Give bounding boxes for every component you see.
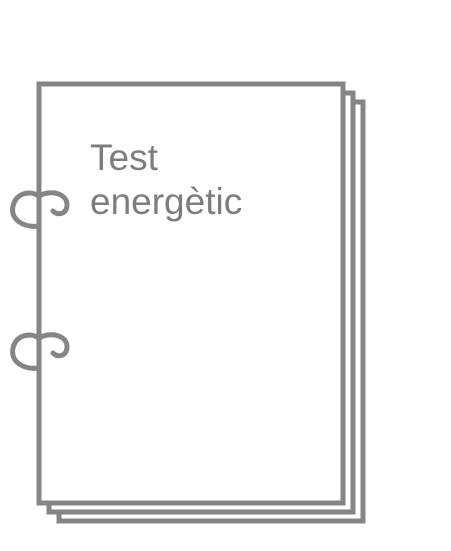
binder-ring-bottom-icon	[10, 332, 70, 371]
front-page	[36, 81, 346, 506]
notebook-title: Test energètic	[90, 137, 243, 222]
binder-ring-top-icon	[10, 190, 70, 229]
